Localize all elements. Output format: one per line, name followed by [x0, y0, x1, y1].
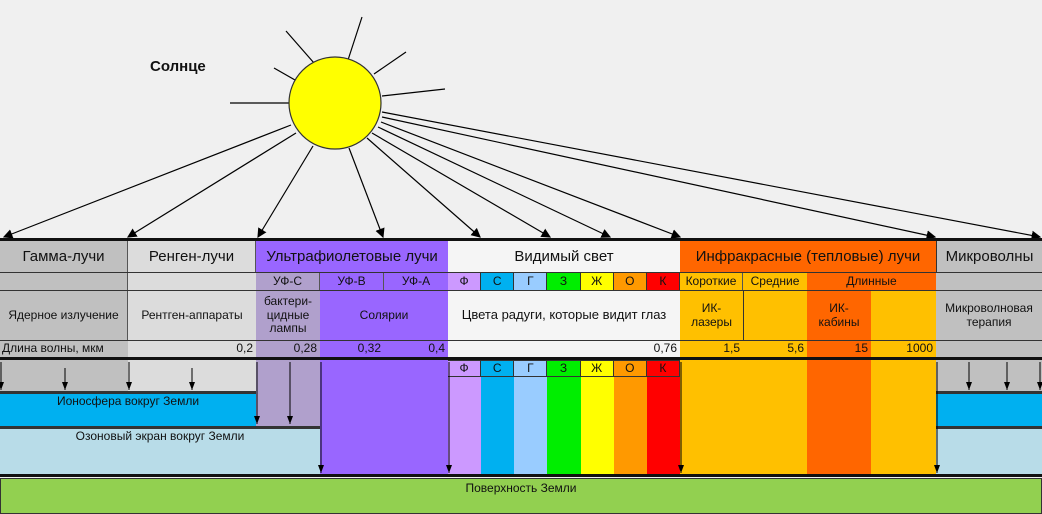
- sun-icon: [288, 56, 382, 150]
- color-letter: Ж: [580, 360, 614, 377]
- wavelength-value: 0,32: [320, 341, 384, 357]
- subband-ir-long: Длинные: [807, 273, 936, 290]
- color-strip: Ж: [580, 360, 614, 475]
- color-strip: Г: [514, 360, 548, 475]
- color-band: Г: [514, 273, 548, 290]
- wavelength-value: 0,28: [256, 341, 320, 357]
- wavelength-value: 1,5: [680, 341, 743, 357]
- subband-uvb: УФ-В: [320, 273, 384, 290]
- earth-surface: Поверхность Земли: [0, 478, 1042, 514]
- wavelength-value: 0,2: [128, 341, 256, 357]
- color-band: О: [613, 273, 647, 290]
- sun-rays: [2, 16, 1042, 240]
- band-visible: Видимый свет: [448, 241, 680, 272]
- subband-ir-mid: Средние: [743, 273, 807, 290]
- use-xray: Рентген-аппараты: [128, 291, 256, 340]
- use-ir-cabin: ИК-кабины: [807, 291, 871, 340]
- color-strip: О: [613, 360, 647, 475]
- color-letter: С: [481, 360, 515, 377]
- color-band: К: [646, 273, 680, 290]
- color-band: З: [547, 273, 581, 290]
- use-ir-laser: ИК-лазеры: [680, 291, 743, 340]
- band-xray: Ренген-лучи: [128, 241, 256, 272]
- band-gamma: Гамма-лучи: [0, 241, 128, 272]
- color-band: Ж: [580, 273, 614, 290]
- color-strip: К: [646, 360, 680, 475]
- band-microwave: Микроволны: [936, 241, 1042, 272]
- color-band: С: [481, 273, 515, 290]
- color-letter: О: [613, 360, 647, 377]
- sun-label: Солнце: [150, 58, 206, 75]
- use-uvba: Солярии: [320, 291, 448, 340]
- color-strip: Ф: [448, 360, 482, 475]
- use-uvc: бактери-цидные лампы: [256, 291, 320, 340]
- wavelength-label: Длина волны, мкм: [0, 341, 128, 357]
- ionosphere-layer: Ионосфера вокруг Земли: [0, 394, 256, 426]
- subband-ir-short: Короткие: [680, 273, 743, 290]
- band-infrared: Инфракрасные (тепловые) лучи: [680, 241, 936, 272]
- color-letter: Ф: [448, 360, 482, 377]
- ozone-layer: Озоновый экран вокруг Земли: [0, 429, 320, 475]
- color-strip: З: [547, 360, 581, 475]
- color-letter: К: [646, 360, 680, 377]
- wavelength-value: 15: [807, 341, 871, 357]
- subband-uvc: УФ-С: [256, 273, 320, 290]
- band-uv: Ультрафиолетовые лучи: [256, 241, 448, 272]
- color-band: Ф: [448, 273, 482, 290]
- wavelength-value: 5,6: [743, 341, 807, 357]
- color-letter: З: [547, 360, 581, 377]
- wavelength-value: 1000: [871, 341, 936, 357]
- color-strip: С: [481, 360, 515, 475]
- subband-uva: УФ-А: [384, 273, 448, 290]
- wavelength-value: 0,76: [448, 341, 680, 357]
- wavelength-value: 0,4: [384, 341, 448, 357]
- use-microwave: Микроволновая терапия: [936, 291, 1042, 340]
- use-visible: Цвета радуги, которые видит глаз: [448, 291, 680, 340]
- color-letter: Г: [514, 360, 548, 377]
- use-gamma: Ядерное излучение: [0, 291, 128, 340]
